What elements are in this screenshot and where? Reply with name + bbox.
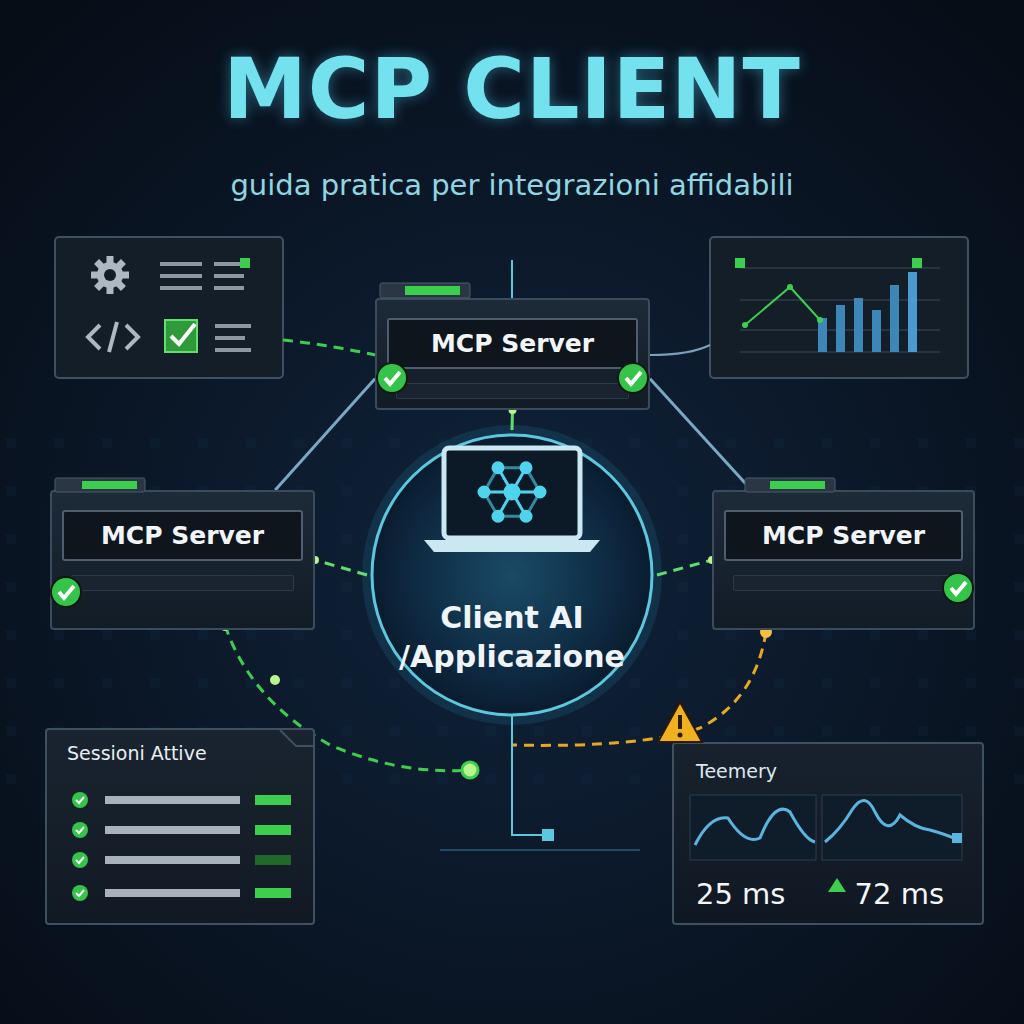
check-badge <box>618 363 648 393</box>
dashed-wire <box>283 340 375 355</box>
server-tab <box>55 283 835 492</box>
check-badge <box>51 577 81 607</box>
connector <box>315 560 367 575</box>
server-box: MCP Server <box>50 490 315 630</box>
config-panel <box>55 237 283 378</box>
client-node: Client AI /Applicazione <box>367 430 657 720</box>
server-stripe <box>733 575 955 591</box>
wire <box>650 345 710 355</box>
chart-panel <box>710 237 968 378</box>
server-label: MCP Server <box>62 510 303 561</box>
connector <box>275 379 375 490</box>
connector <box>657 560 712 575</box>
session-rows <box>72 792 291 901</box>
warning-icon <box>658 702 702 742</box>
wire <box>512 715 548 835</box>
telemetry-chart <box>690 795 962 892</box>
telemetry-panel: Teemery 25 ms 72 ms <box>672 742 984 925</box>
server-stripe <box>71 575 295 591</box>
client-label: Client AI /Applicazione <box>392 598 632 676</box>
sessions-panel: Sessioni Attive <box>45 728 315 925</box>
check-badge <box>377 363 407 393</box>
value-row: 25 ms 72 ms <box>696 877 964 911</box>
title: MCP CLIENT <box>0 40 1024 138</box>
server-label: MCP Server <box>387 318 638 369</box>
latency-value: 25 ms <box>696 877 785 911</box>
latency-value: 72 ms <box>855 877 944 911</box>
check-badge <box>943 573 973 603</box>
server-box: MCP Server <box>375 298 650 410</box>
caption: guida pratica per integrazioni affidabil… <box>0 168 1024 202</box>
panel-heading: Sessioni Attive <box>67 742 293 764</box>
client-circle <box>362 425 662 725</box>
connector <box>650 379 751 490</box>
server-box: MCP Server <box>712 490 975 630</box>
server-label: MCP Server <box>724 510 963 561</box>
server-stripe <box>396 383 629 399</box>
panel-heading: Teemery <box>696 760 964 782</box>
